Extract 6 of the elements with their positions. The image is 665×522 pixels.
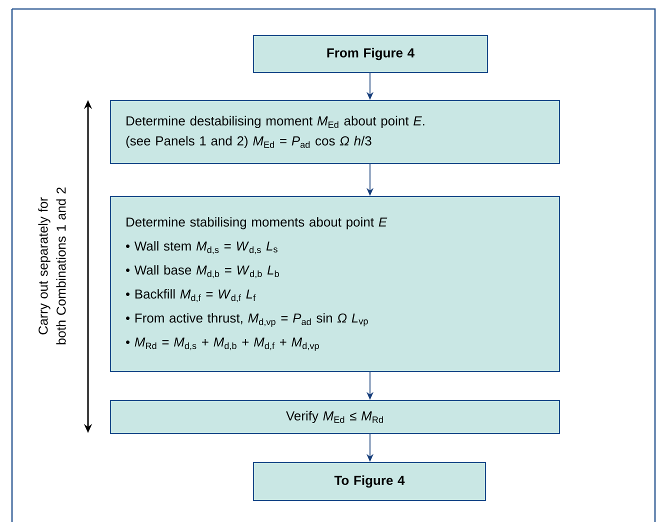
process-box: Determine stabilising moments about point E • Wall stem M$_{d,s}$ = W$_{d,s}$ L$_{s}$ • Wall base M$_{d,b}$ = W$_{d,b}$ L$_{b}$ • Backfill M$_{d,f}$ = W$_{d,f}$ L$_{f}$ • From active thrust, M$_{d,vp}$ = P$_{ad}$ sin Ω L$_{vp}$ • M$_{Rd}$ = M$_{d,s}$ + M$_{d,b}$ + M$_{d,f}$ + M$_{d,vp}$ <box>110 196 560 372</box>
side-note: Carry out separately for both Combinations 1 and 2 <box>38 188 66 344</box>
process-box: Determine destabilising moment M$_{Ed}$ about point E. (see Panels 1 and 2) M$_{Ed}$ = P$_{ad}$ cos Ω h/3 <box>110 100 560 164</box>
terminal-box: From Figure 4 <box>253 35 488 73</box>
process-box: Verify M$_{Ed}$ ≤ M$_{Rd}$ <box>110 400 560 434</box>
terminal-box: To Figure 4 <box>253 462 486 501</box>
